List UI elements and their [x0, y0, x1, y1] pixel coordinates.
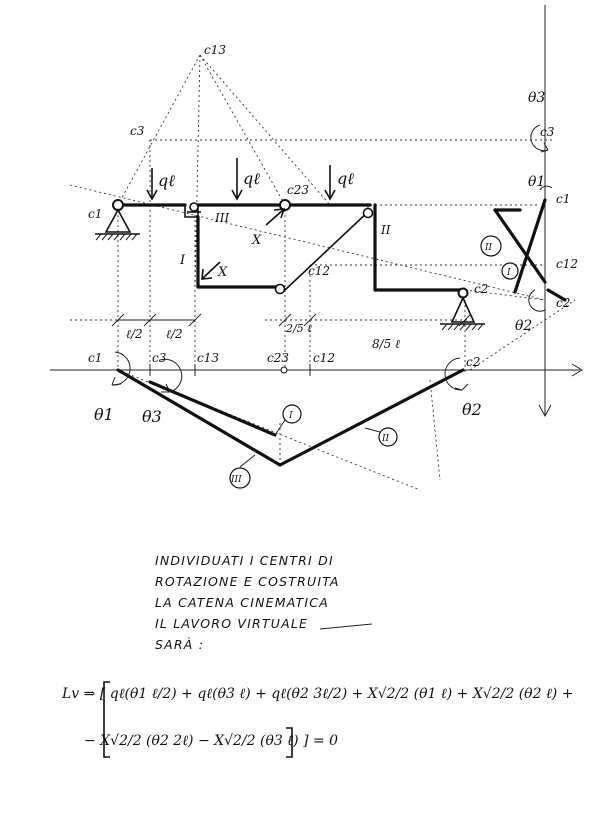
- note-line-4: IL LAVORO VIRTUALE: [155, 616, 309, 631]
- label-load-1: qℓ: [158, 171, 175, 190]
- equation-line-2: − X√2/2 (θ2 2ℓ) − X√2/2 (θ3 ℓ) ] = 0: [84, 733, 338, 749]
- label-ax-c12: c12: [313, 351, 335, 365]
- label-theta1-low: θ1: [94, 405, 114, 424]
- label-circ-II: II: [484, 243, 493, 253]
- label-dim-1: ℓ/2: [126, 327, 143, 341]
- label-theta3-low: θ3: [142, 407, 162, 426]
- label-theta1-right: θ1: [528, 174, 545, 190]
- label-ax-c13: c13: [197, 351, 219, 365]
- label-c1-right: c1: [556, 192, 570, 206]
- note-line-3: LA CATENA CINEMATICA: [155, 595, 329, 610]
- label-ax-c2: c2: [466, 355, 480, 369]
- label-theta3-top: θ3: [528, 90, 545, 106]
- dimension-lines: [111, 313, 472, 327]
- label-chain-I: I: [288, 411, 293, 421]
- labels: c13 c3 c1 c23 c12 c2 c3 c1 c12 c2 θ3 θ1 …: [88, 43, 578, 485]
- label-ax-c3: c3: [152, 351, 167, 365]
- label-theta2-right: θ2: [515, 318, 532, 334]
- label-dim-4: 8/5 ℓ: [372, 337, 400, 351]
- label-dim-2: ℓ/2: [166, 327, 183, 341]
- note-line-5: SARÀ :: [155, 637, 205, 652]
- label-chain-III: III: [230, 475, 242, 485]
- label-theta2-low: θ2: [462, 400, 482, 419]
- kinematic-chain: [111, 351, 469, 468]
- support-middle-roller: [187, 202, 201, 213]
- circled-markers: [229, 235, 519, 489]
- load-arrow-2: [231, 158, 243, 201]
- axes: [50, 5, 583, 418]
- label-c1-left: c1: [88, 207, 102, 221]
- explanation-note: INDIVIDUATI I CENTRI DI ROTAZIONE E COST…: [155, 550, 415, 655]
- label-circ-I: I: [506, 268, 511, 278]
- label-X-bottom: X: [217, 265, 228, 280]
- label-c23-top: c23: [287, 183, 309, 197]
- label-c2-right-b: c2: [556, 296, 570, 310]
- label-ax-c1: c1: [88, 351, 102, 365]
- label-c12-mid: c12: [308, 264, 330, 278]
- structure: [116, 199, 462, 295]
- equation-bracket-left: [103, 681, 110, 758]
- label-beam-III: III: [214, 211, 229, 225]
- support-left-pin: [95, 199, 140, 241]
- equation-bracket-right: [286, 727, 293, 758]
- rotation-diagram-right: [493, 124, 567, 312]
- label-beam-II: II: [380, 223, 391, 237]
- note-line-1: INDIVIDUATI I CENTRI DI: [155, 553, 334, 568]
- label-c2-right: c2: [474, 282, 488, 296]
- note-line-2: ROTAZIONE E COSTRUITA: [155, 574, 340, 589]
- axis-markers: [149, 364, 311, 376]
- label-chain-II: II: [381, 434, 390, 444]
- label-c3-left: c3: [130, 124, 145, 138]
- load-arrow-1: [146, 168, 158, 201]
- label-c3-right: c3: [540, 125, 555, 139]
- label-dim-3: 2/5 ℓ: [285, 322, 312, 335]
- load-arrow-3: [324, 165, 336, 201]
- equation-line-1: Lv ⇒ [ qℓ(θ1 ℓ/2) + qℓ(θ3 ℓ) + qℓ(θ2 3ℓ/…: [62, 686, 574, 702]
- label-c13-top: c13: [204, 43, 226, 57]
- label-ax-c23: c23: [267, 351, 289, 365]
- label-beam-I: I: [179, 253, 186, 268]
- force-x-top: [265, 208, 286, 226]
- force-x-bottom: [201, 261, 221, 280]
- label-c12-right: c12: [556, 257, 578, 271]
- label-load-3: qℓ: [337, 169, 354, 188]
- label-load-2: qℓ: [243, 169, 260, 188]
- label-X-top: X: [251, 233, 262, 248]
